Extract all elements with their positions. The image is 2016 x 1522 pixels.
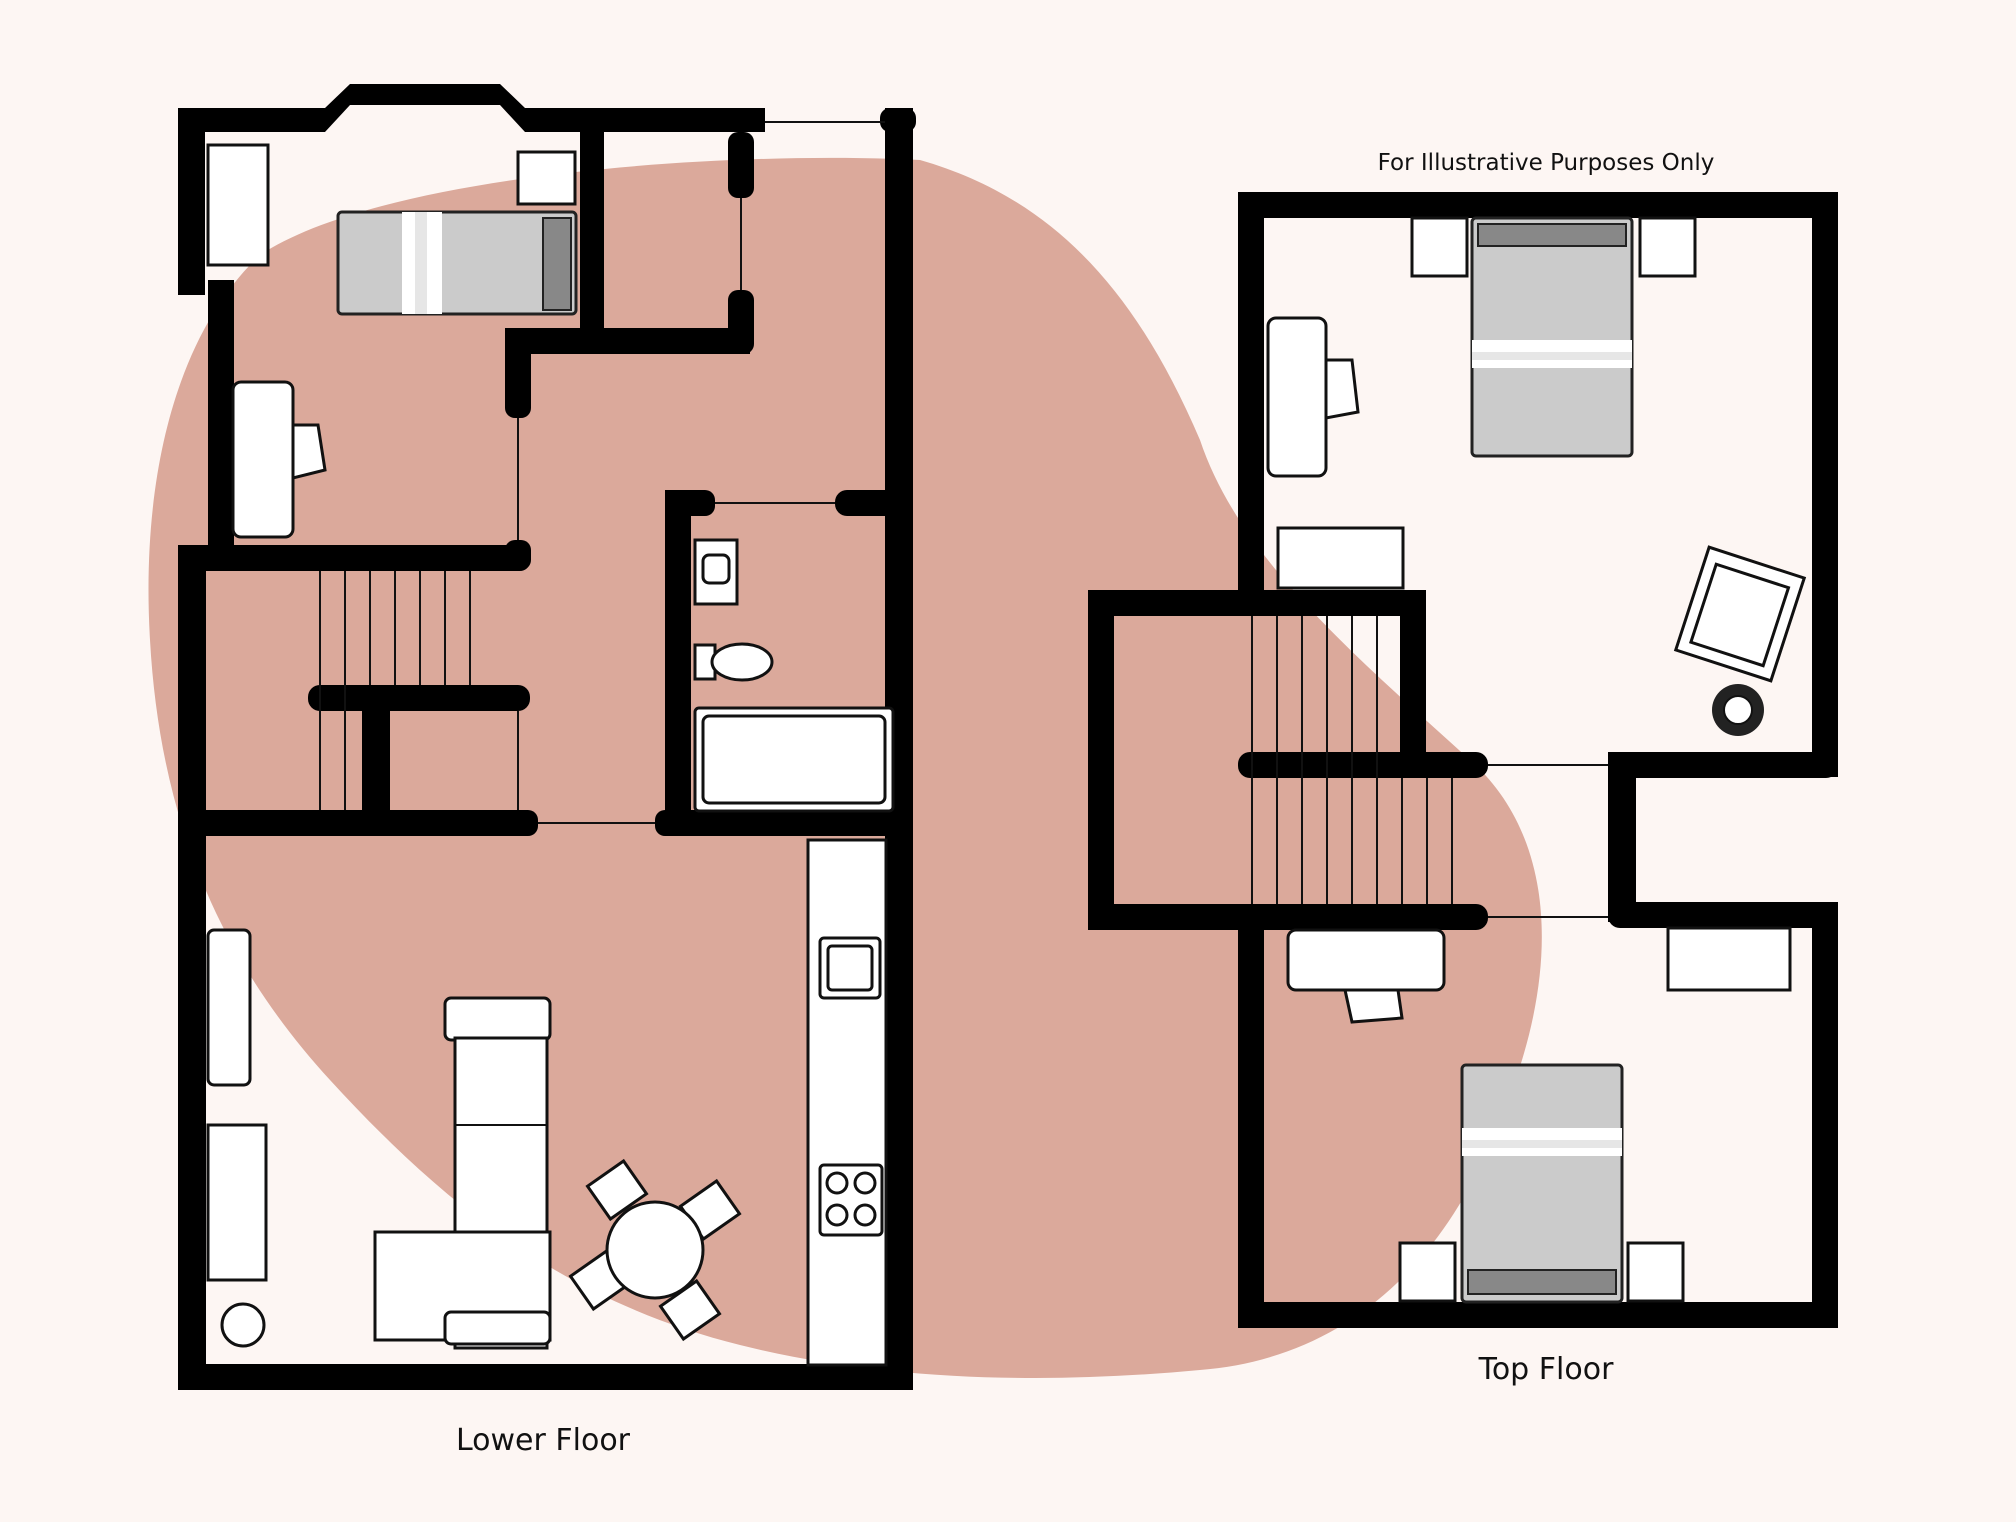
top-nightstand-lower-right — [1626, 1241, 1685, 1303]
top-floor-label: Top Floor — [1478, 1352, 1614, 1387]
top-stairs — [1251, 616, 1453, 904]
bath-top-wall-right — [835, 490, 913, 516]
toilet — [693, 642, 774, 682]
top-lower-right-wall — [1812, 902, 1838, 1328]
top-bed-upper — [1470, 216, 1634, 458]
sideboard — [206, 928, 252, 1087]
bedside-table — [516, 150, 577, 206]
bath-bottom-wall — [655, 810, 913, 836]
bath-left-wall — [665, 490, 691, 836]
stair-top-wall — [178, 545, 530, 571]
top-nightstand-lower-left — [1398, 1241, 1457, 1303]
lower-left-wall-top — [208, 280, 234, 550]
wardrobe — [206, 143, 270, 267]
kitchen-counter — [806, 838, 888, 1367]
top-lower-left-wall — [1238, 910, 1264, 1328]
top-floor-plan — [1088, 192, 1838, 1328]
top-bed-lower — [1460, 1063, 1624, 1304]
stove — [818, 1163, 884, 1237]
top-mid-post — [1608, 752, 1636, 922]
top-lower-top-wall — [1608, 902, 1838, 928]
lower-bottom-wall — [178, 1364, 913, 1390]
lower-right-wall-cap — [880, 108, 916, 132]
stair-bottom-wall — [178, 810, 538, 836]
stair-landing-wall — [308, 685, 530, 711]
bath-top-wall — [665, 490, 715, 516]
stair-post — [362, 700, 390, 818]
lower-floor-plan — [178, 84, 916, 1390]
sofa — [373, 996, 552, 1350]
top-upper-left-wall — [1238, 192, 1264, 597]
stair-landing-top-wall — [1238, 752, 1488, 778]
bathroom-sink — [693, 538, 739, 606]
armchair — [1673, 545, 1807, 683]
lower-stairs — [319, 571, 471, 810]
stair-box-left-wall — [1088, 590, 1114, 930]
stair-box-top-wall — [1088, 590, 1426, 616]
closet-bottom-wall — [505, 328, 750, 354]
disclaimer-text: For Illustrative Purposes Only — [1377, 150, 1715, 176]
top-wardrobe-upper — [1276, 526, 1405, 590]
bathtub — [693, 706, 895, 813]
lower-floor-label: Lower Floor — [455, 1423, 631, 1458]
stair-box-bottom-wall — [1088, 904, 1488, 930]
dining-table-set — [568, 1158, 742, 1342]
bedroom-bath-divider — [580, 132, 604, 352]
lower-left-wall — [178, 545, 206, 1388]
top-wardrobe-lower — [1666, 926, 1792, 992]
side-plant-pot — [220, 1302, 266, 1348]
top-upper-right-wall — [1812, 192, 1838, 777]
tv-unit — [206, 1123, 268, 1282]
stair-box-right-wall — [1400, 590, 1426, 770]
bedroom-desk — [231, 380, 327, 539]
top-lower-bottom-wall — [1238, 1302, 1838, 1328]
potted-plant — [1712, 684, 1764, 736]
top-upper-top-wall — [1238, 192, 1838, 218]
top-desk-upper — [1266, 316, 1360, 478]
hall-wall-top — [505, 328, 531, 418]
top-nightstand-right — [1638, 216, 1697, 278]
lower-bed — [336, 210, 578, 316]
kitchen-sink — [818, 936, 882, 1000]
top-nightstand-left — [1410, 216, 1469, 278]
top-upper-bottom-wall — [1608, 752, 1838, 778]
closet-right-post-top — [728, 132, 754, 198]
closet-right-post-bottom — [728, 290, 754, 354]
top-desk-lower — [1286, 928, 1446, 1024]
